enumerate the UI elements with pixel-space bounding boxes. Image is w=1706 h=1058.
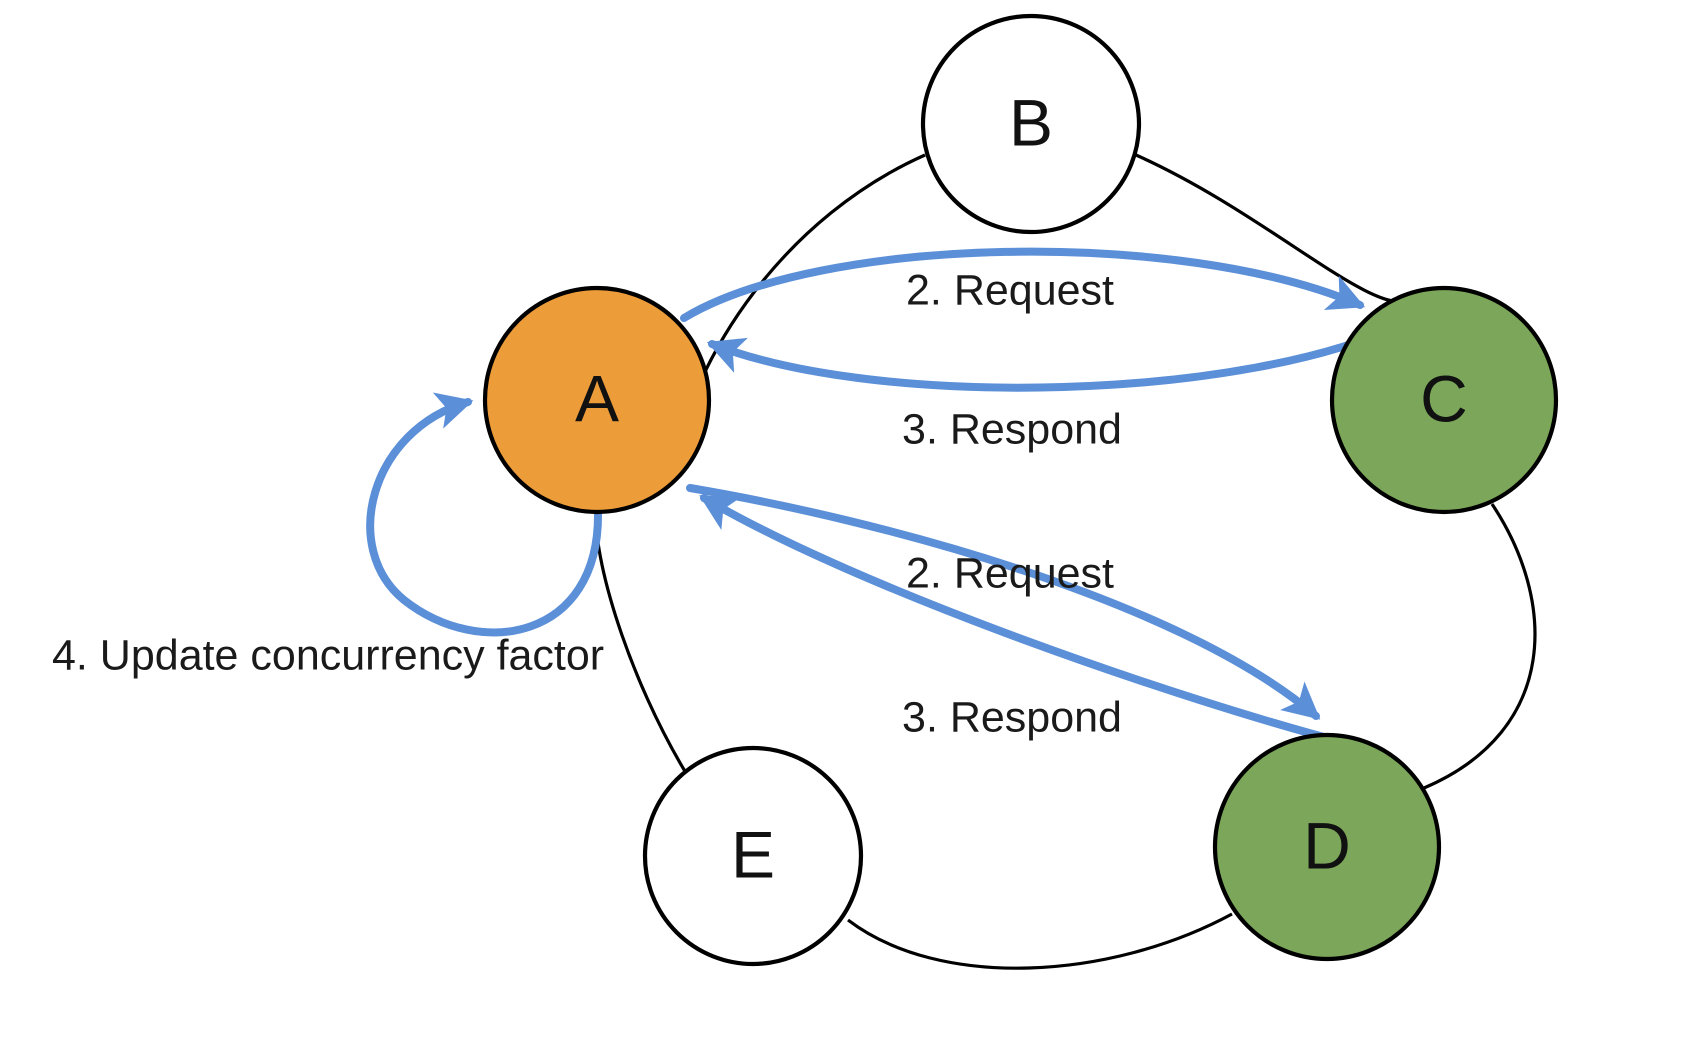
message-edge-a-to-c [680, 247, 1366, 322]
node-e-circle[interactable] [642, 745, 864, 967]
edge-label-a-to-c: 2. Request [906, 266, 1114, 314]
message-edge-a-to-d [686, 484, 1321, 720]
message-edge-d-to-a [699, 494, 1354, 748]
ring-edge-a-b [666, 153, 926, 488]
ring-edge-d-e [847, 912, 1233, 970]
edge-label-d-to-a: 3. Respond [902, 693, 1122, 741]
node-a[interactable]: A [482, 285, 712, 515]
node-e-label: E [731, 817, 775, 891]
message-edge-a-self-loop [366, 392, 603, 637]
ring-edge-e-a [594, 505, 688, 774]
node-c[interactable]: C [1329, 285, 1559, 515]
node-c-label: C [1420, 361, 1468, 435]
node-d-label: D [1303, 808, 1351, 882]
edge-label-a-to-d: 2. Request [906, 549, 1114, 597]
node-b-circle[interactable] [920, 13, 1142, 235]
ring-edge-group [594, 153, 1537, 970]
node-d[interactable]: D [1212, 732, 1442, 962]
ring-edge-c-d [1423, 503, 1537, 790]
node-c-circle[interactable] [1329, 285, 1559, 515]
node-e[interactable]: E [642, 745, 864, 967]
edge-label-c-to-a: 3. Respond [902, 405, 1122, 453]
node-a-label: A [575, 361, 619, 435]
edge-label-group: 2. Request 3. Respond 2. Request 3. Resp… [52, 266, 1122, 741]
node-group: A B C D E [482, 13, 1559, 967]
message-edge-c-to-a [706, 318, 1410, 392]
node-d-circle[interactable] [1212, 732, 1442, 962]
node-a-circle[interactable] [482, 285, 712, 515]
node-b-label: B [1009, 85, 1053, 159]
edge-label-a-self-loop: 4. Update concurrency factor [52, 631, 604, 679]
message-edge-group [366, 247, 1410, 748]
node-b[interactable]: B [920, 13, 1142, 235]
